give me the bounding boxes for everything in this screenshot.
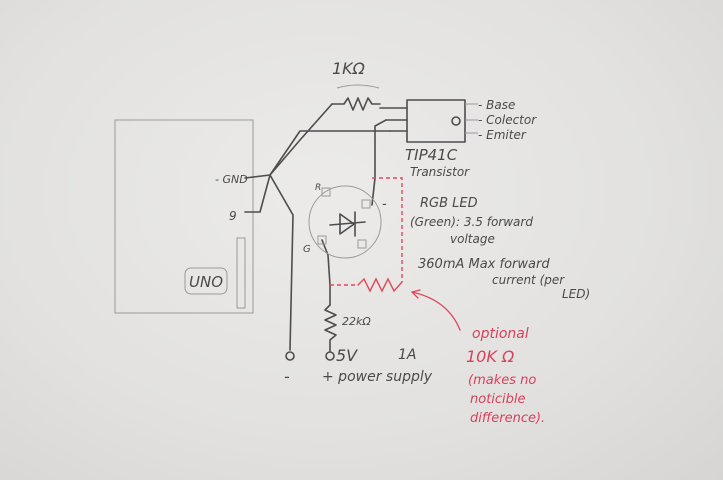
- led-outline: [308, 185, 382, 259]
- label-led-current-word: current (per: [492, 273, 565, 287]
- transistor-symbol: [379, 99, 478, 143]
- wire-led-to-22k: [321, 239, 331, 306]
- label-supply-voltage: 5V: [336, 346, 358, 365]
- label-power-supply: + power supply: [322, 369, 433, 385]
- label-optional-note3: difference).: [470, 411, 545, 426]
- label-supply-current: 1A: [398, 347, 416, 363]
- label-led-r: R: [315, 183, 321, 193]
- board-outline: [114, 119, 254, 314]
- optional-dashed-top: [372, 177, 403, 282]
- wire-base-to-pin9: [244, 103, 333, 213]
- wire-emitter-to-gnd: [244, 130, 391, 179]
- diode-line: [329, 221, 366, 226]
- transistor-body: [406, 99, 466, 143]
- wires: [244, 103, 391, 353]
- label-transistor-word: Transistor: [410, 165, 470, 179]
- wire-collector-to-led: [371, 119, 387, 206]
- wire-gnd-to-minus: [269, 174, 294, 351]
- rgb-led: [308, 185, 382, 259]
- label-minus-terminal: -: [284, 367, 290, 386]
- label-pin9: 9: [229, 209, 237, 223]
- label-collector: - Colector: [478, 113, 537, 127]
- label-base: - Base: [478, 98, 515, 112]
- label-led-current-end: LED): [562, 287, 590, 301]
- led-pad-b: [357, 239, 367, 249]
- label-uno: UNO: [189, 273, 223, 291]
- label-resistor-1k: 1KΩ: [332, 59, 366, 78]
- led-pad-r: [321, 187, 331, 197]
- plus-terminal-circle: [325, 351, 335, 361]
- label-optional: optional: [472, 326, 529, 342]
- label-led-voltage: (Green): 3.5 forward: [410, 215, 533, 229]
- label-optional-value: 10K Ω: [466, 347, 515, 366]
- label-optional-note1: (makes no: [468, 373, 536, 388]
- resistor-22k-zigzag: [324, 304, 337, 353]
- label-led-minus: -: [382, 197, 387, 212]
- optional-resistor: [330, 177, 461, 331]
- optional-resistor-zigzag: [357, 277, 403, 293]
- resistor-1k: [331, 84, 381, 111]
- label-gnd: - GND: [215, 173, 248, 186]
- resistor-1k-zigzag: [331, 97, 381, 111]
- transistor-hole: [451, 116, 461, 126]
- led-pad-g: [317, 235, 327, 245]
- led-pad-common: [361, 199, 371, 209]
- optional-pointer-arrow: [411, 291, 461, 331]
- label-led-title: RGB LED: [420, 196, 478, 211]
- label-optional-note2: noticible: [470, 392, 526, 407]
- scribble: [336, 84, 380, 89]
- label-led-current: 360mA Max forward: [418, 257, 550, 272]
- label-led-voltage-word: voltage: [450, 232, 495, 246]
- label-transistor-model: TIP41C: [405, 146, 458, 164]
- arduino-board: [114, 119, 254, 314]
- minus-terminal-circle: [285, 351, 295, 361]
- label-led-g: G: [303, 244, 311, 255]
- board-header: [236, 237, 246, 309]
- label-resistor-22k: 22kΩ: [342, 315, 371, 328]
- diode-triangle-icon: [339, 213, 355, 235]
- label-emitter: - Emiter: [478, 128, 527, 142]
- uno-chip-outline: [184, 267, 228, 295]
- arrow-head-icon: [411, 289, 421, 299]
